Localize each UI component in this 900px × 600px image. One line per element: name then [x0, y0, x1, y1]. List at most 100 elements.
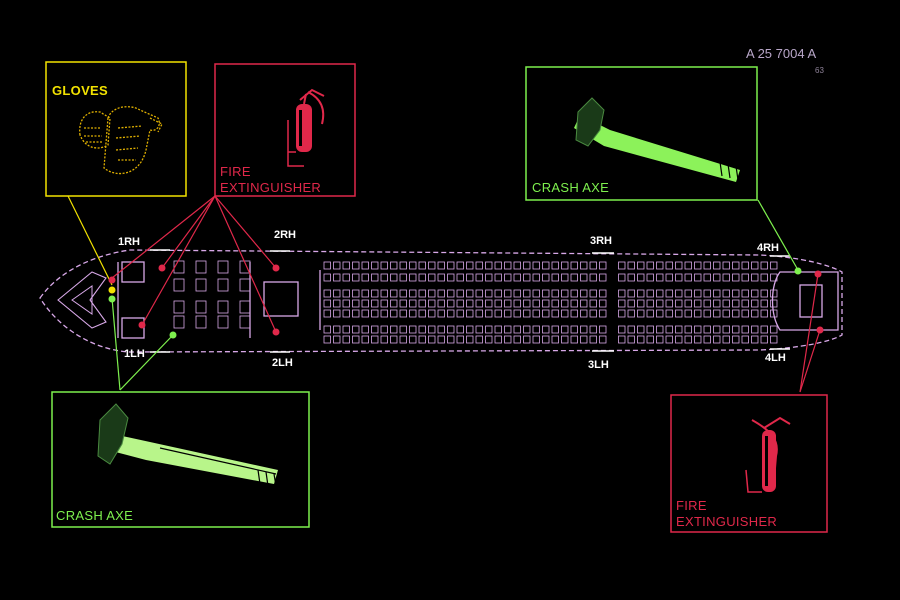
cabin-seat	[684, 289, 692, 298]
cabin-seat	[217, 260, 229, 274]
cabin-seat	[770, 335, 778, 344]
cabin-seat	[173, 278, 185, 292]
cabin-seat	[637, 299, 645, 308]
cabin-seat	[551, 261, 559, 270]
cabin-seat	[532, 299, 540, 308]
cabin-seat	[656, 325, 664, 334]
cabin-seat	[561, 335, 569, 344]
cabin-seat	[618, 299, 626, 308]
fire-extinguisher-icon	[287, 88, 325, 167]
cabin-seat	[542, 309, 550, 318]
cabin-seat	[703, 299, 711, 308]
marker-extinguisher-2lh	[272, 328, 280, 336]
cabin-seat	[399, 309, 407, 318]
cabin-seat	[390, 273, 398, 282]
cabin-seat	[770, 261, 778, 270]
cabin-seat	[485, 261, 493, 270]
cabin-seat	[580, 289, 588, 298]
cabin-seat	[637, 261, 645, 270]
cabin-seat	[494, 261, 502, 270]
cabin-seat	[333, 325, 341, 334]
cabin-seat	[485, 299, 493, 308]
cabin-seat	[741, 299, 749, 308]
cabin-seat	[646, 289, 654, 298]
cabin-seat	[551, 325, 559, 334]
door-label-1rh: 1RH	[118, 236, 140, 248]
cabin-seat	[703, 309, 711, 318]
cabin-seat	[342, 273, 350, 282]
cabin-seat	[494, 273, 502, 282]
cabin-seat	[399, 273, 407, 282]
cabin-seat	[656, 299, 664, 308]
cabin-seat	[713, 261, 721, 270]
cabin-seat	[428, 299, 436, 308]
cabin-seat	[333, 299, 341, 308]
cabin-seat	[637, 273, 645, 282]
cabin-seat	[684, 335, 692, 344]
cabin-seat	[760, 309, 768, 318]
cabin-seat	[475, 325, 483, 334]
cabin-seat	[352, 335, 360, 344]
cabin-seat	[760, 273, 768, 282]
cabin-seat	[741, 289, 749, 298]
cabin-seat	[675, 261, 683, 270]
cabin-seat	[504, 261, 512, 270]
marker-extinguisher-1rh	[108, 276, 116, 284]
cabin-seat	[523, 273, 531, 282]
cabin-seat	[456, 325, 464, 334]
cabin-seat	[466, 261, 474, 270]
cabin-seat	[656, 309, 664, 318]
cabin-seat	[665, 273, 673, 282]
cabin-seat	[466, 299, 474, 308]
cabin-seat	[371, 335, 379, 344]
cabin-seat	[580, 325, 588, 334]
cabin-seat	[684, 325, 692, 334]
cabin-seat	[561, 309, 569, 318]
cabin-seat	[551, 289, 559, 298]
cabin-seat	[494, 289, 502, 298]
cabin-seat	[684, 299, 692, 308]
cabin-seat	[627, 261, 635, 270]
door-label-3rh: 3RH	[590, 235, 612, 247]
cabin-seat	[713, 325, 721, 334]
cabin-seat	[437, 289, 445, 298]
cabin-seat	[173, 315, 185, 329]
cabin-seat	[570, 335, 578, 344]
cabin-seat	[732, 261, 740, 270]
cabin-seat	[513, 325, 521, 334]
cabin-seat	[637, 325, 645, 334]
aircraft-fuselage	[39, 249, 843, 353]
cabin-seat	[523, 289, 531, 298]
cabin-seat	[494, 299, 502, 308]
cabin-seat	[380, 299, 388, 308]
cabin-seat	[352, 325, 360, 334]
reference-subcode: 63	[815, 66, 824, 75]
cabin-seat	[352, 299, 360, 308]
cabin-seat	[504, 273, 512, 282]
cabin-seat	[732, 289, 740, 298]
cabin-seat	[342, 261, 350, 270]
cabin-seat	[399, 299, 407, 308]
cabin-seat	[751, 299, 759, 308]
cabin-seat	[371, 299, 379, 308]
door-label-1lh: 1LH	[124, 348, 145, 360]
cabin-seat	[390, 325, 398, 334]
cabin-seat	[409, 335, 417, 344]
cabin-seat	[195, 278, 207, 292]
cabin-seat	[456, 335, 464, 344]
cabin-seat	[741, 335, 749, 344]
cabin-seat	[523, 299, 531, 308]
marker-extinguisher-4lh	[816, 326, 824, 334]
cabin-seat	[694, 325, 702, 334]
cabin-seat	[770, 289, 778, 298]
cabin-seat	[561, 261, 569, 270]
cabin-seat	[627, 325, 635, 334]
cabin-seat	[466, 325, 474, 334]
cabin-seat	[380, 273, 388, 282]
cabin-seat	[627, 299, 635, 308]
marker-axe-1lh	[169, 331, 177, 339]
cabin-seat	[561, 325, 569, 334]
door-label-4rh: 4RH	[757, 242, 779, 254]
cabin-seat	[722, 299, 730, 308]
equipment-markers	[108, 264, 824, 339]
